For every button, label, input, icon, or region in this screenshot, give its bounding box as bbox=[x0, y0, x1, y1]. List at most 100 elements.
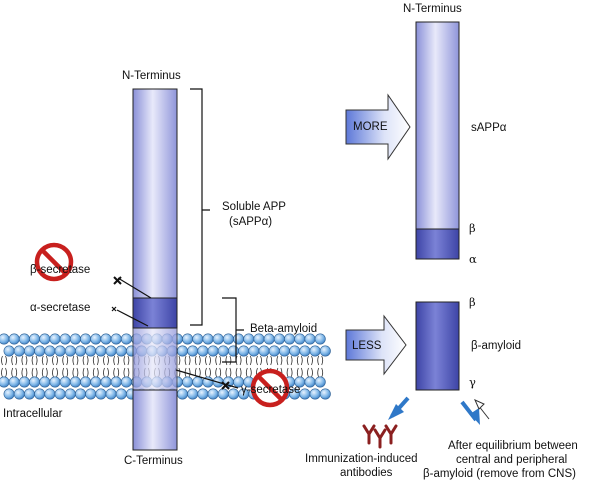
lipid-head bbox=[304, 376, 316, 388]
lipid-tail bbox=[266, 355, 273, 366]
lipid-head bbox=[85, 388, 97, 400]
lipid-tail bbox=[31, 367, 38, 378]
lipid-head bbox=[95, 388, 107, 400]
lipid-head bbox=[105, 345, 117, 357]
lipid-tail bbox=[225, 367, 232, 378]
arrow-to-antibodies-icon bbox=[388, 396, 410, 420]
lipid-tail bbox=[31, 355, 38, 366]
lipid-head bbox=[278, 345, 290, 357]
soluble-app-abbrev-label: (sAPPα) bbox=[229, 216, 273, 228]
lipid-head bbox=[319, 388, 331, 400]
lipid-tail bbox=[113, 367, 120, 378]
lipid-head bbox=[299, 388, 311, 400]
equilibrium-label-3: β-amyloid (remove from CNS) bbox=[423, 468, 576, 480]
lipid-tail bbox=[62, 367, 69, 378]
more-arrow-icon bbox=[345, 93, 411, 161]
beta-secretase-label: β-secretase bbox=[30, 264, 91, 276]
x-mark-icon bbox=[113, 276, 122, 285]
lipid-head bbox=[105, 388, 117, 400]
lipid-head bbox=[49, 333, 61, 345]
lipid-tail bbox=[52, 367, 58, 378]
lipid-tail bbox=[72, 355, 79, 366]
alpha-secretase-pointer bbox=[116, 309, 149, 327]
lipid-tail bbox=[41, 367, 48, 378]
lipid-tail bbox=[235, 355, 242, 366]
lipid-tail bbox=[235, 367, 242, 378]
lipid-head bbox=[120, 333, 132, 345]
gamma-secretase-pointer bbox=[175, 369, 239, 389]
lipid-head bbox=[29, 376, 41, 388]
lipid-tail bbox=[62, 355, 69, 366]
lipid-tail bbox=[11, 367, 18, 378]
lipid-tail bbox=[245, 367, 252, 378]
lipid-head bbox=[187, 345, 199, 357]
lipid-head bbox=[29, 333, 41, 345]
abeta-gamma-marker: γ bbox=[469, 375, 476, 389]
lipid-head bbox=[268, 345, 280, 357]
lipid-tail bbox=[205, 355, 211, 366]
lipid-head bbox=[228, 345, 240, 357]
lipid-head bbox=[23, 345, 35, 357]
lipid-head bbox=[44, 345, 56, 357]
lipid-tail bbox=[215, 355, 222, 366]
lipid-tail bbox=[21, 367, 28, 378]
lipid-tail bbox=[92, 355, 99, 366]
lipid-head bbox=[207, 388, 219, 400]
lipid-head bbox=[319, 345, 331, 357]
lipid-head bbox=[110, 333, 122, 345]
lipid-head bbox=[90, 376, 102, 388]
lipid-head bbox=[212, 333, 224, 345]
lipid-tail bbox=[123, 367, 130, 378]
lipid-head bbox=[177, 388, 189, 400]
less-arrow-icon bbox=[345, 314, 407, 376]
lipid-head bbox=[309, 345, 321, 357]
lipid-tail bbox=[286, 355, 293, 366]
lipid-tail bbox=[307, 355, 313, 366]
lipid-head bbox=[0, 376, 10, 388]
lipid-head bbox=[177, 345, 189, 357]
lipid-head bbox=[39, 333, 51, 345]
lipid-tail bbox=[194, 355, 201, 366]
lipid-head bbox=[120, 376, 132, 388]
lipid-head bbox=[192, 376, 204, 388]
lipid-head bbox=[217, 345, 229, 357]
lipid-head bbox=[8, 333, 20, 345]
lipid-head bbox=[80, 333, 92, 345]
soluble-app-bracket bbox=[190, 88, 210, 326]
lipid-head bbox=[95, 345, 107, 357]
lipid-tail bbox=[317, 367, 324, 378]
lipid-tail bbox=[256, 355, 262, 366]
lipid-head bbox=[182, 376, 194, 388]
lipid-head bbox=[0, 333, 10, 345]
lipid-head bbox=[85, 345, 97, 357]
lipid-head bbox=[59, 376, 71, 388]
sapp-alpha-marker: α bbox=[469, 252, 477, 266]
lipid-head bbox=[54, 345, 66, 357]
lipid-tail bbox=[123, 355, 130, 366]
more-arrow-label: MORE bbox=[353, 121, 388, 133]
lipid-head bbox=[248, 345, 260, 357]
lipid-head bbox=[18, 333, 30, 345]
beta-secretase-pointer bbox=[117, 277, 152, 299]
lipid-tail bbox=[296, 355, 303, 366]
lipid-tail bbox=[245, 355, 252, 366]
no-symbol-icon bbox=[34, 242, 74, 282]
lipid-tail bbox=[307, 367, 313, 378]
lipid-head bbox=[314, 333, 326, 345]
antibodies-label: antibodies bbox=[340, 467, 393, 479]
intracellular-label: Intracellular bbox=[3, 408, 63, 420]
lipid-tail bbox=[184, 355, 191, 366]
lipid-head bbox=[110, 376, 122, 388]
lipid-head bbox=[44, 388, 56, 400]
lipid-tail bbox=[317, 355, 324, 366]
lipid-head bbox=[54, 388, 66, 400]
lipid-head bbox=[187, 388, 199, 400]
equilibrium-label-2: central and peripheral bbox=[456, 454, 568, 466]
beta-amyloid-bracket bbox=[222, 297, 244, 363]
lipid-head bbox=[299, 345, 311, 357]
y-antibody-icon bbox=[362, 424, 398, 449]
lipid-head bbox=[49, 376, 61, 388]
lipid-head bbox=[207, 345, 219, 357]
gamma-secretase-label: γ-secretase bbox=[241, 384, 301, 396]
lipid-tail bbox=[225, 355, 232, 366]
